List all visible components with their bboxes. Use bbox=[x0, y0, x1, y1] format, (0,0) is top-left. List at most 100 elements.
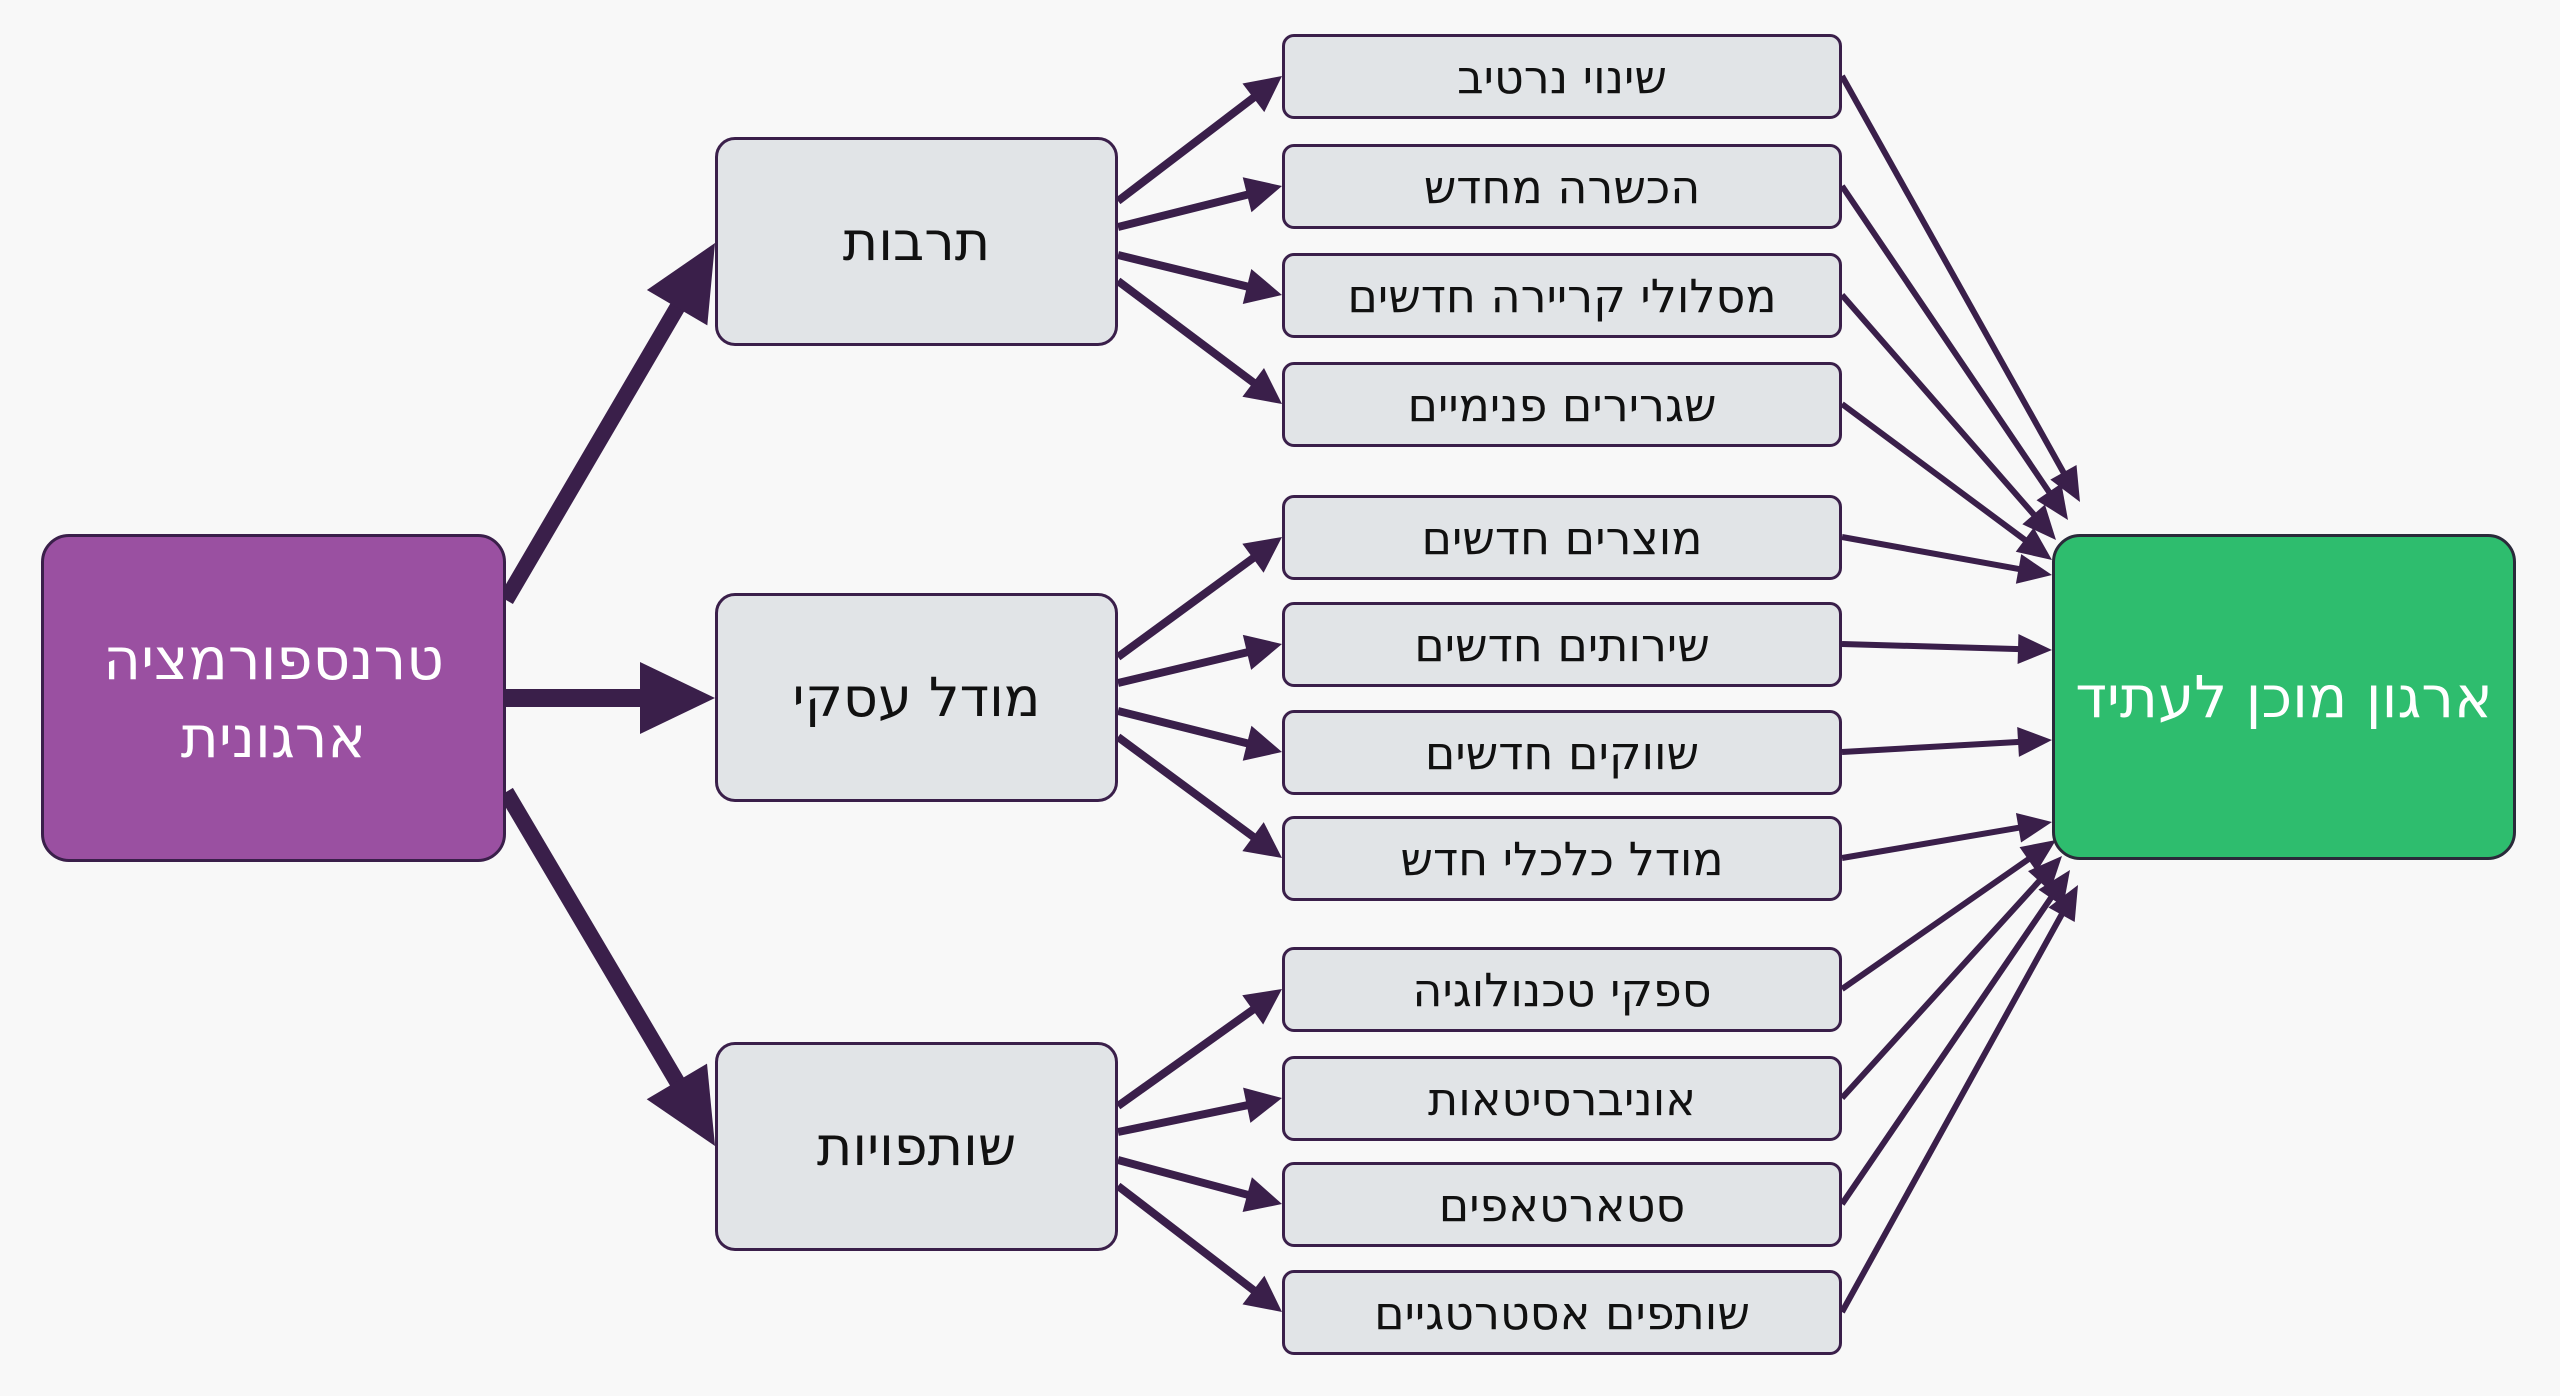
leaf-node-internal-ambassadors[interactable]: שגרירים פנימיים bbox=[1282, 362, 1842, 447]
leaf-node-tech-vendors[interactable]: ספקי טכנולוגיה bbox=[1282, 947, 1842, 1032]
arrow-branch-1-to-new-markets-head bbox=[1242, 725, 1282, 761]
arrow-source-to-culture bbox=[499, 243, 715, 605]
arrow-leaf-to-target-reskilling-head bbox=[2036, 483, 2068, 520]
arrow-leaf-to-target-new-economic-model bbox=[1841, 812, 2052, 861]
leaf-node-new-markets[interactable]: שווקים חדשים bbox=[1282, 710, 1842, 795]
arrow-source-to-business-model bbox=[506, 662, 715, 734]
arrow-branch-0-to-narrative-change-head bbox=[1242, 76, 1282, 113]
arrow-source-to-culture-shaft bbox=[499, 301, 686, 605]
arrow-leaf-to-target-tech-vendors bbox=[1840, 840, 2056, 992]
leaf-label: שווקים חדשים bbox=[1424, 725, 1700, 780]
source-label: טרנספורמציה ארגונית bbox=[103, 624, 444, 771]
arrow-branch-2-to-startups bbox=[1116, 1156, 1282, 1213]
arrow-leaf-to-target-universities-head bbox=[2028, 856, 2062, 892]
arrow-branch-0-to-reskilling bbox=[1117, 177, 1282, 231]
arrow-branch-1-to-new-products-shaft bbox=[1115, 553, 1257, 661]
arrow-leaf-to-target-new-markets bbox=[1841, 726, 2052, 757]
arrow-branch-2-to-startups-head bbox=[1242, 1177, 1282, 1213]
arrow-branch-0-to-reskilling-head bbox=[1242, 177, 1282, 213]
leaf-label: מסלולי קריירה חדשים bbox=[1347, 268, 1777, 323]
arrow-branch-1-to-new-services bbox=[1117, 634, 1282, 687]
branch-node-partnerships[interactable]: שותפויות bbox=[715, 1042, 1118, 1251]
arrow-source-to-business-model-head bbox=[640, 662, 715, 734]
leaf-node-new-products[interactable]: מוצרים חדשים bbox=[1282, 495, 1842, 580]
branch-node-business-model[interactable]: מודל עסקי bbox=[715, 593, 1118, 802]
arrow-leaf-to-target-reskilling-shaft bbox=[1839, 184, 2053, 496]
arrow-branch-2-to-startups-shaft bbox=[1116, 1156, 1251, 1200]
arrow-branch-2-to-tech-vendors-head bbox=[1242, 989, 1282, 1025]
arrow-leaf-to-target-internal-ambassadors bbox=[1840, 401, 2052, 560]
arrow-source-to-partnerships bbox=[499, 787, 715, 1146]
branch-node-culture[interactable]: תרבות bbox=[715, 137, 1118, 346]
arrow-leaf-to-target-tech-vendors-shaft bbox=[1840, 855, 2032, 992]
arrow-leaf-to-target-internal-ambassadors-shaft bbox=[1840, 401, 2029, 544]
arrow-branch-2-to-universities-shaft bbox=[1117, 1100, 1250, 1136]
arrow-branch-2-to-tech-vendors bbox=[1115, 989, 1282, 1110]
arrow-branch-0-to-internal-ambassadors-head bbox=[1242, 368, 1282, 404]
arrow-branch-0-to-reskilling-shaft bbox=[1117, 190, 1250, 231]
leaf-label: אוניברסיטאות bbox=[1427, 1071, 1697, 1126]
arrow-branch-1-to-new-products bbox=[1115, 537, 1282, 661]
arrow-leaf-to-target-new-products-shaft bbox=[1841, 534, 2022, 573]
leaf-node-new-economic-model[interactable]: מודל כלכלי חדש bbox=[1282, 816, 1842, 901]
leaf-node-narrative-change[interactable]: שינוי נרטיב bbox=[1282, 34, 1842, 119]
arrow-branch-0-to-new-career-paths bbox=[1117, 251, 1282, 304]
arrow-branch-0-to-new-career-paths-head bbox=[1242, 268, 1282, 304]
arrow-branch-0-to-internal-ambassadors-shaft bbox=[1115, 277, 1258, 387]
arrow-leaf-to-target-narrative-change-shaft bbox=[1839, 74, 2068, 476]
arrow-source-to-partnerships-shaft bbox=[499, 787, 685, 1088]
branch-label: שותפויות bbox=[816, 1115, 1017, 1178]
leaf-label: שגרירים פנימיים bbox=[1407, 377, 1717, 432]
arrow-branch-0-to-new-career-paths-shaft bbox=[1117, 251, 1250, 291]
arrow-leaf-to-target-startups-shaft bbox=[1839, 894, 2055, 1206]
arrow-branch-1-to-new-services-head bbox=[1242, 634, 1282, 670]
arrow-branch-2-to-universities bbox=[1117, 1087, 1282, 1136]
arrow-branch-0-to-internal-ambassadors bbox=[1115, 277, 1282, 404]
leaf-node-strategic-partners[interactable]: שותפים אסטרטגיים bbox=[1282, 1270, 1842, 1355]
arrow-leaf-to-target-strategic-partners-head bbox=[2048, 885, 2078, 923]
leaf-label: סטארטאפים bbox=[1438, 1177, 1686, 1232]
arrow-branch-2-to-universities-head bbox=[1243, 1087, 1282, 1123]
leaf-node-reskilling[interactable]: הכשרה מחדש bbox=[1282, 144, 1842, 229]
branch-label: תרבות bbox=[842, 210, 991, 273]
target-node-future-ready-organization[interactable]: ארגון מוכן לעתיד bbox=[2052, 534, 2516, 860]
arrow-leaf-to-target-new-services-shaft bbox=[1841, 641, 2021, 653]
leaf-label: הכשרה מחדש bbox=[1423, 159, 1701, 214]
target-label: ארגון מוכן לעתיד bbox=[2075, 662, 2493, 731]
leaf-label: מוצרים חדשים bbox=[1421, 510, 1703, 565]
arrow-leaf-to-target-new-services-head bbox=[2017, 634, 2052, 665]
arrow-branch-1-to-new-markets bbox=[1117, 707, 1282, 761]
arrow-leaf-to-target-new-markets-head bbox=[2017, 726, 2052, 757]
arrow-leaf-to-target-new-services bbox=[1841, 634, 2052, 665]
arrow-leaf-to-target-new-career-paths bbox=[1839, 293, 2056, 540]
arrow-branch-2-to-tech-vendors-shaft bbox=[1115, 1005, 1257, 1110]
arrow-leaf-to-target-new-career-paths-head bbox=[2022, 504, 2056, 540]
arrow-leaf-to-target-new-economic-model-head bbox=[2015, 812, 2052, 843]
leaf-node-new-career-paths[interactable]: מסלולי קריירה חדשים bbox=[1282, 253, 1842, 338]
leaf-node-universities[interactable]: אוניברסיטאות bbox=[1282, 1056, 1842, 1141]
leaf-label: שינוי נרטיב bbox=[1457, 49, 1667, 104]
arrow-leaf-to-target-new-products bbox=[1841, 534, 2052, 584]
arrow-branch-1-to-new-economic-model-head bbox=[1242, 822, 1282, 858]
source-node-organizational-transformation[interactable]: טרנספורמציה ארגונית bbox=[41, 534, 506, 862]
leaf-node-startups[interactable]: סטארטאפים bbox=[1282, 1162, 1842, 1247]
arrow-branch-2-to-strategic-partners bbox=[1115, 1182, 1282, 1312]
arrow-branch-1-to-new-services-shaft bbox=[1117, 647, 1250, 687]
arrow-branch-1-to-new-economic-model-shaft bbox=[1115, 733, 1258, 842]
arrow-branch-2-to-strategic-partners-shaft bbox=[1115, 1182, 1258, 1295]
arrow-branch-1-to-new-products-head bbox=[1242, 537, 1282, 573]
arrow-leaf-to-target-new-markets-shaft bbox=[1841, 738, 2021, 755]
arrow-leaf-to-target-universities-shaft bbox=[1839, 877, 2043, 1101]
arrow-leaf-to-target-universities bbox=[1839, 856, 2062, 1101]
arrow-leaf-to-target-reskilling bbox=[1839, 184, 2068, 520]
arrow-branch-2-to-strategic-partners-head bbox=[1242, 1275, 1282, 1312]
leaf-node-new-services[interactable]: שירותים חדשים bbox=[1282, 602, 1842, 687]
arrow-leaf-to-target-new-career-paths-shaft bbox=[1839, 293, 2038, 518]
arrow-leaf-to-target-internal-ambassadors-head bbox=[2015, 527, 2052, 560]
arrow-leaf-to-target-new-economic-model-shaft bbox=[1841, 824, 2021, 861]
arrow-leaf-to-target-narrative-change bbox=[1839, 74, 2080, 502]
arrow-leaf-to-target-strategic-partners-shaft bbox=[1839, 911, 2066, 1314]
arrow-branch-1-to-new-economic-model bbox=[1115, 733, 1282, 858]
arrow-leaf-to-target-new-products-head bbox=[2015, 554, 2052, 584]
